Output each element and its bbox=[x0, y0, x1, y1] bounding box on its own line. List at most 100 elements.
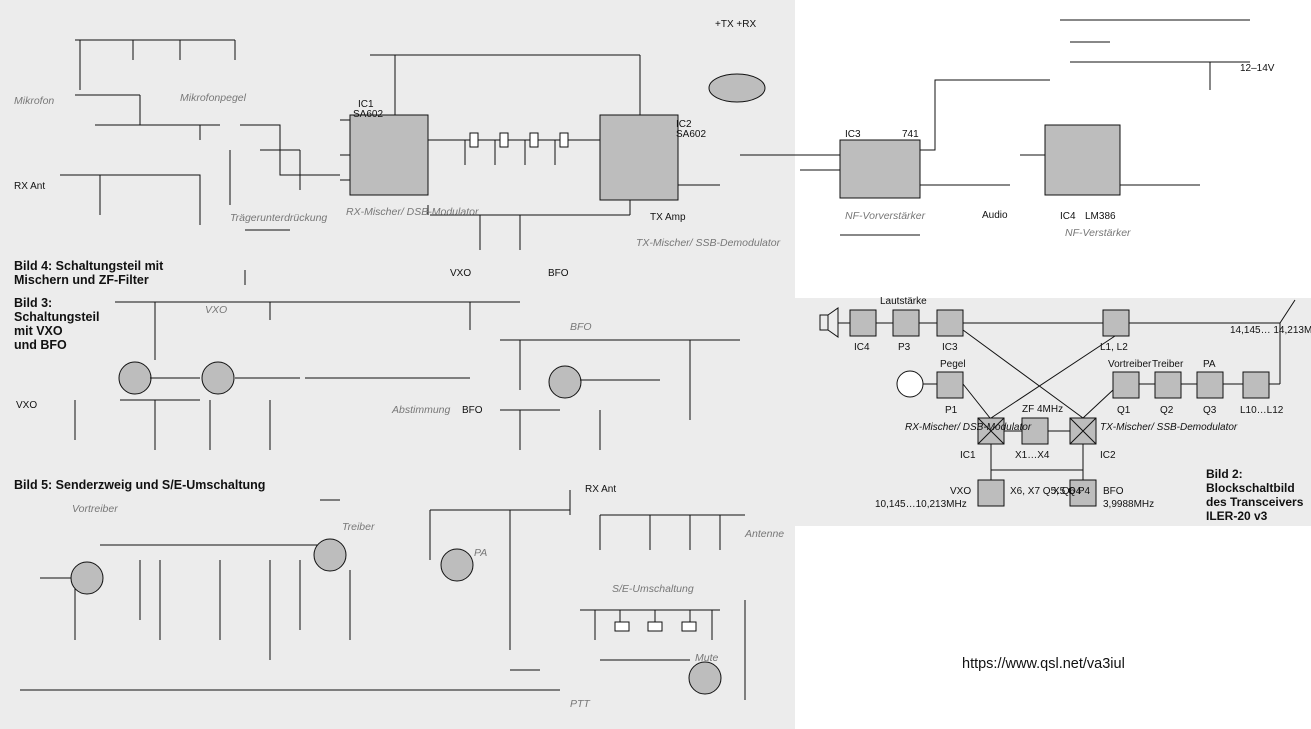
label-antenne: Antenne bbox=[744, 528, 784, 540]
x1-crystal bbox=[469, 132, 479, 148]
label-ic4-b2: IC4 bbox=[854, 342, 870, 353]
label-ic3-b2: IC3 bbox=[942, 342, 958, 353]
label-audio: Audio bbox=[982, 210, 1008, 221]
label-bfo-b3: BFO bbox=[570, 321, 592, 333]
q3-transistor bbox=[440, 548, 474, 582]
x3-crystal bbox=[529, 132, 539, 148]
label-se-umschaltung: S/E-Umschaltung bbox=[612, 583, 694, 595]
rl2-coil bbox=[647, 621, 663, 632]
label-rx-ant-b5: RX Ant bbox=[585, 484, 616, 495]
label-rx-mischer-b2: RX-Mischer/ DSB-Modulator bbox=[905, 422, 1032, 433]
q2-transistor bbox=[313, 538, 347, 572]
label-vxo-b3: VXO bbox=[205, 304, 227, 316]
speaker-icon bbox=[819, 307, 839, 338]
ic1-type: SA602 bbox=[353, 109, 383, 120]
label-nf-vorverstaerker: NF-Vorverstärker bbox=[845, 210, 926, 222]
label-p3-b2: P3 bbox=[898, 342, 911, 353]
p3-block bbox=[892, 309, 920, 337]
q6-transistor bbox=[118, 361, 152, 395]
bild4-schematic: +TX +RX bbox=[60, 19, 1250, 285]
rl1-coil bbox=[614, 621, 630, 632]
label-vxo-parts: X6, X7 Q5, Q6 P4 bbox=[1010, 486, 1090, 497]
label-ptt: PTT bbox=[570, 698, 591, 710]
label-bfo-out: BFO bbox=[462, 405, 483, 416]
q2-block bbox=[1154, 371, 1182, 399]
net-label-txrx: +TX +RX bbox=[715, 19, 756, 30]
vxo-block bbox=[977, 479, 1005, 507]
label-q3-b2: Q3 bbox=[1203, 405, 1217, 416]
bild3-schematic bbox=[74, 301, 740, 450]
q3-block bbox=[1196, 371, 1224, 399]
ic4-body bbox=[1044, 124, 1121, 196]
ic3-ref: IC3 bbox=[845, 129, 861, 140]
label-vxo: VXO bbox=[450, 268, 471, 279]
rl3-coil bbox=[681, 621, 697, 632]
label-mute: Mute bbox=[695, 652, 719, 664]
ic2-body bbox=[599, 114, 679, 201]
label-lautstaerke: Lautstärke bbox=[880, 296, 927, 307]
label-rx-ant: RX Ant bbox=[14, 181, 45, 192]
bild5-caption: Bild 5: Senderzweig und S/E-Umschaltung bbox=[14, 478, 266, 492]
x4-crystal bbox=[559, 132, 569, 148]
l1l2-filter-block bbox=[1102, 309, 1130, 337]
x2-crystal bbox=[499, 132, 509, 148]
ic2-ref: IC2 bbox=[676, 119, 692, 130]
ic4-block bbox=[849, 309, 877, 337]
label-bfo-freq: 3,9988MHz bbox=[1103, 499, 1154, 510]
label-x1-x4: X1…X4 bbox=[1015, 450, 1050, 461]
ic3-type: 741 bbox=[902, 129, 919, 140]
bild4-caption: Bild 4: Schaltungsteil mit Mischern und … bbox=[14, 259, 164, 287]
ic3-body bbox=[839, 139, 921, 199]
label-tx-amp: TX Amp bbox=[650, 212, 686, 223]
label-rf-range: 14,145… 14,213MHz bbox=[1230, 325, 1311, 336]
label-l1-l2: L1, L2 bbox=[1100, 342, 1128, 353]
label-bfo-b2: BFO bbox=[1103, 486, 1124, 497]
bild2-block-diagram bbox=[819, 299, 1296, 507]
label-supply-voltage: 12–14V bbox=[1240, 63, 1275, 74]
label-tx-mischer: TX-Mischer/ SSB-Demodulator bbox=[636, 237, 781, 249]
label-mikrofon: Mikrofon bbox=[14, 95, 54, 107]
q1-block bbox=[1112, 371, 1140, 399]
bild5-schematic bbox=[20, 490, 746, 700]
label-tx-mischer-b2: TX-Mischer/ SSB-Demodulator bbox=[1100, 422, 1238, 433]
bild3-caption: Bild 3: Schaltungsteil mit VXO und BFO bbox=[14, 296, 100, 352]
ic2-type: SA602 bbox=[676, 129, 706, 140]
label-rx-mischer: RX-Mischer/ DSB-Modulator bbox=[346, 206, 479, 218]
label-pegel: Pegel bbox=[940, 359, 966, 370]
q4-transistor bbox=[548, 365, 582, 399]
label-pa-b2: PA bbox=[1203, 359, 1216, 370]
p1-block bbox=[936, 371, 964, 399]
label-bfo-parts: X5 Q4 bbox=[1053, 486, 1082, 497]
label-vxo-out: VXO bbox=[16, 400, 37, 411]
bild2-panel bbox=[795, 298, 1311, 526]
label-traegerunterdrueckung: Trägerunterdrückung bbox=[230, 212, 327, 224]
label-treiber: Treiber bbox=[342, 521, 375, 533]
label-q2-b2: Q2 bbox=[1160, 405, 1174, 416]
q5-transistor bbox=[201, 361, 235, 395]
label-pa: PA bbox=[474, 547, 487, 559]
ic1-body bbox=[349, 114, 429, 196]
source-url[interactable]: https://www.qsl.net/va3iul bbox=[962, 656, 1125, 672]
label-vortreiber: Vortreiber bbox=[72, 503, 118, 515]
label-treiber-b2: Treiber bbox=[1152, 359, 1184, 370]
label-abstimmung: Abstimmung bbox=[391, 404, 451, 416]
microphone-icon bbox=[896, 370, 924, 398]
label-vxo-b2: VXO bbox=[950, 486, 971, 497]
ic3-block bbox=[936, 309, 964, 337]
label-ic2-b2: IC2 bbox=[1100, 450, 1116, 461]
bild2-caption: Bild 2: Blockschaltbild des Transceivers… bbox=[1206, 467, 1304, 523]
label-vxo-range: 10,145…10,213MHz bbox=[875, 499, 967, 510]
label-p1: P1 bbox=[945, 405, 958, 416]
ic4-type: LM386 bbox=[1085, 211, 1116, 222]
label-mikrofonpegel: Mikrofonpegel bbox=[180, 92, 247, 104]
label-vortreiber-b2: Vortreiber bbox=[1108, 359, 1152, 370]
label-l10-l12: L10…L12 bbox=[1240, 405, 1284, 416]
led-dual bbox=[708, 73, 766, 103]
ic4-ref: IC4 bbox=[1060, 211, 1076, 222]
label-zf: ZF 4MHz bbox=[1022, 404, 1063, 415]
ic1-ref: IC1 bbox=[358, 99, 374, 110]
label-ic1-b2: IC1 bbox=[960, 450, 976, 461]
label-bfo: BFO bbox=[548, 268, 569, 279]
l10l12-filter-block bbox=[1242, 371, 1270, 399]
